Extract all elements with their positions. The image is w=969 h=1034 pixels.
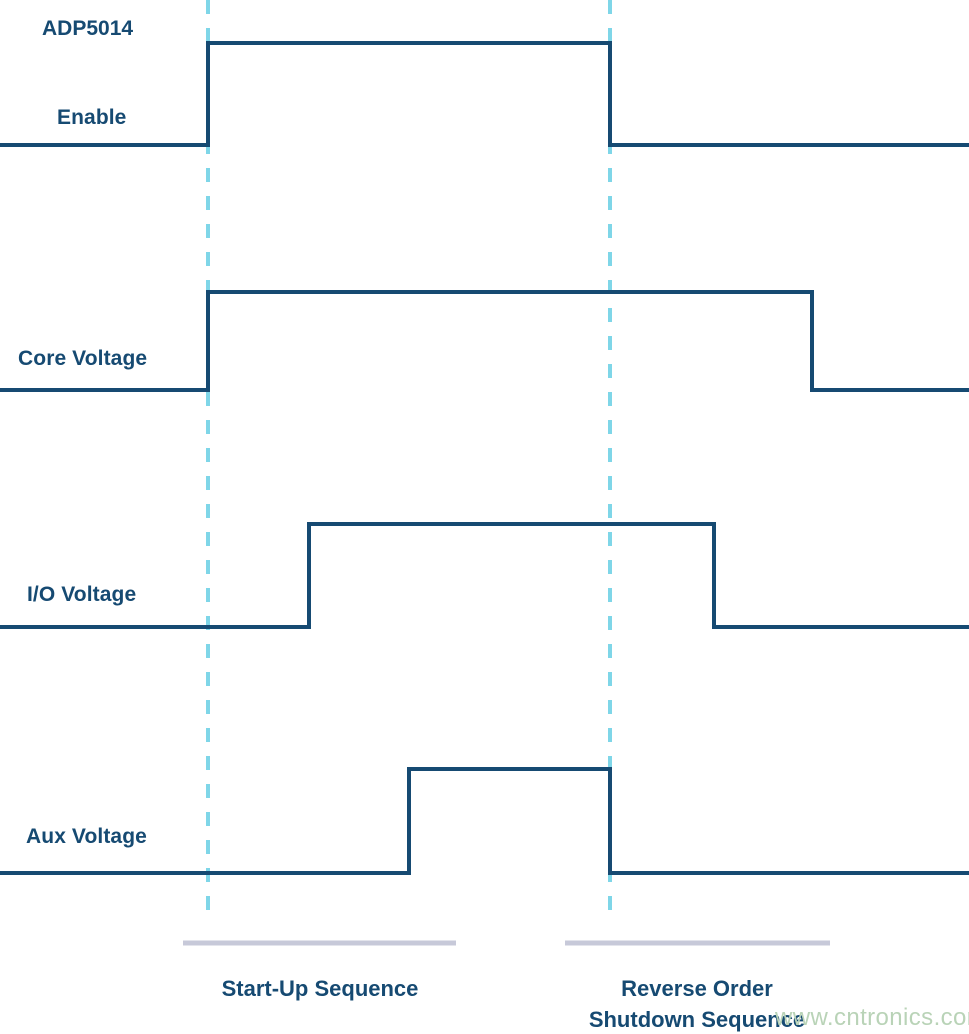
signal-label-io-voltage: I/O Voltage bbox=[27, 583, 137, 606]
waveform-trace-core-voltage bbox=[0, 290, 969, 392]
waveform-traces-group bbox=[0, 41, 969, 875]
waveform-trace-aux-voltage bbox=[0, 767, 969, 875]
signal-label-core-voltage: Core Voltage bbox=[18, 347, 148, 370]
sequence-caption-shutdown: Reverse Order Shutdown Sequence bbox=[588, 976, 806, 1033]
signal-label-aux-voltage: Aux Voltage bbox=[26, 825, 147, 848]
waveform-trace-enable bbox=[0, 41, 969, 147]
sequence-caption-startup: Start-Up Sequence bbox=[221, 976, 419, 1001]
part-number-label: ADP5014 bbox=[42, 17, 134, 40]
site-watermark: www.cntronics.com bbox=[775, 1004, 969, 1031]
waveform-trace-i-o-voltage bbox=[0, 522, 969, 629]
signal-label-enable: Enable bbox=[57, 106, 127, 129]
